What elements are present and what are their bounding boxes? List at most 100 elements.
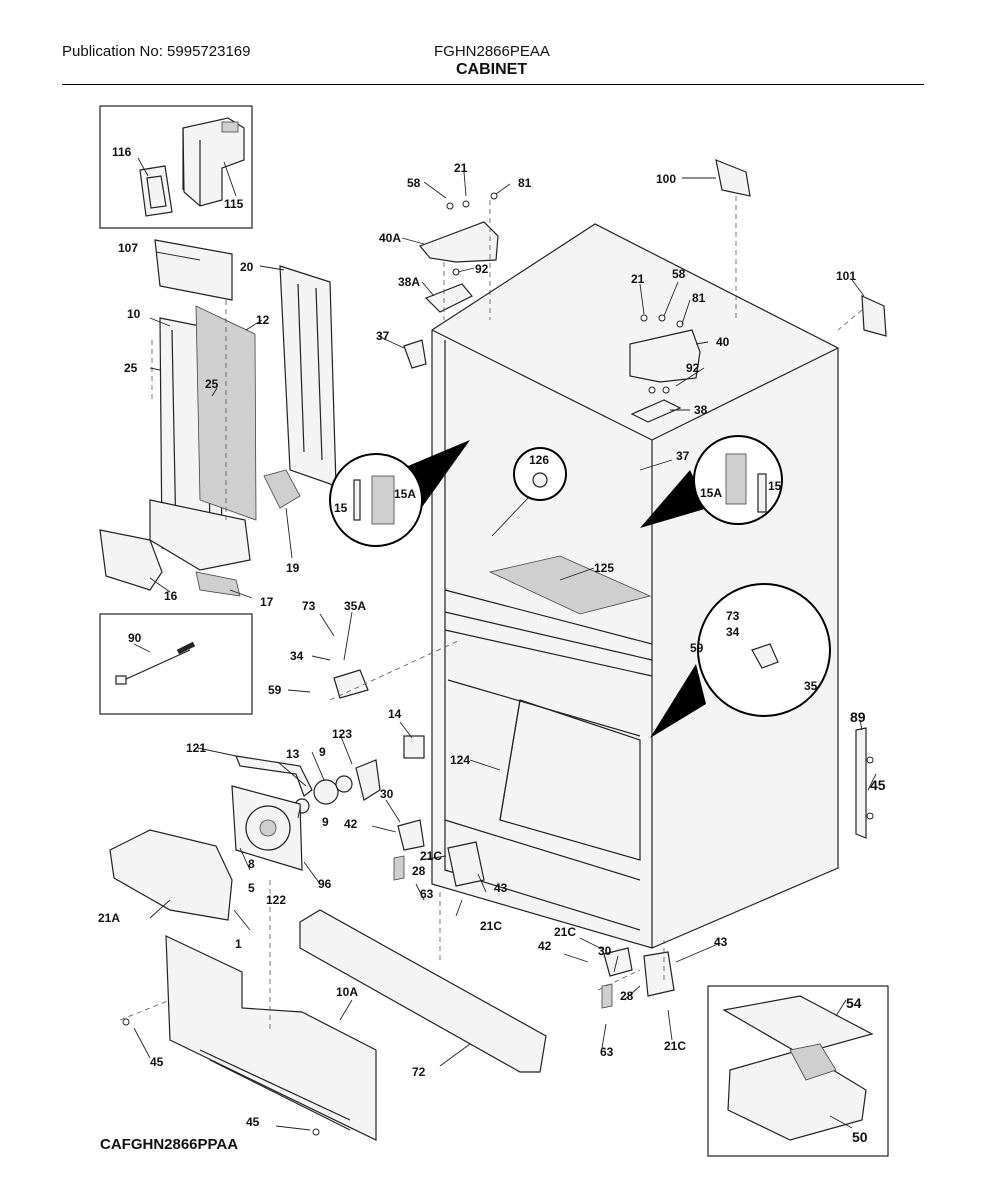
callout-35: 35 xyxy=(804,679,818,693)
part-101-drawing xyxy=(861,295,887,337)
callout-28-left: 28 xyxy=(412,864,426,878)
part-40-drawing xyxy=(629,329,701,383)
part-16-drawing xyxy=(99,529,163,591)
callout-15-left: 15 xyxy=(334,501,348,515)
callout-25-a: 25 xyxy=(124,361,138,375)
callout-58-top: 58 xyxy=(407,176,421,190)
callout-63-right: 63 xyxy=(600,1045,614,1059)
part-1-5-8-drawing xyxy=(109,829,233,921)
callout-12: 12 xyxy=(256,313,270,327)
callout-13: 13 xyxy=(286,747,300,761)
part-100-drawing xyxy=(715,159,751,197)
callout-35 xyxy=(650,583,831,738)
screw-markers xyxy=(122,192,874,1136)
model-number: FGHN2866PEAA xyxy=(434,43,550,60)
callout-20: 20 xyxy=(240,260,254,274)
callout-45-left: 45 xyxy=(150,1055,164,1069)
guide-lines-duct xyxy=(151,300,227,520)
callout-92-right: 92 xyxy=(686,361,700,375)
callout-43-right: 43 xyxy=(714,935,728,949)
part-35a-drawing xyxy=(333,669,369,699)
part-14-drawing xyxy=(403,735,425,759)
callout-21c-b: 21C xyxy=(480,919,502,933)
callout-101: 101 xyxy=(836,269,856,283)
callout-15-right: 15 xyxy=(768,479,782,493)
callout-126: 126 xyxy=(529,453,549,467)
callout-115: 115 xyxy=(224,197,244,211)
inset-box-ice-chute xyxy=(99,105,253,229)
callout-25-b: 25 xyxy=(205,377,219,391)
callout-19: 19 xyxy=(286,561,300,575)
callout-116: 116 xyxy=(112,145,132,159)
header-rule xyxy=(62,84,924,85)
callout-38a: 38A xyxy=(398,275,420,289)
part-90-drawing xyxy=(115,641,196,685)
callout-89: 89 xyxy=(850,709,866,725)
callout-30-right: 30 xyxy=(598,944,612,958)
inset-box-90 xyxy=(99,613,253,715)
callout-123: 123 xyxy=(332,727,352,741)
callout-15a-left: 15A xyxy=(394,487,416,501)
callout-37-left: 37 xyxy=(376,329,390,343)
callout-left xyxy=(329,440,470,547)
part-54-50-drawing xyxy=(722,995,874,1141)
part-17-drawing xyxy=(195,571,241,597)
part-121-drawing xyxy=(235,755,313,797)
publication-number: Publication No: 5995723169 xyxy=(62,43,251,60)
callout-28-right: 28 xyxy=(620,989,634,1003)
part-89-drawing xyxy=(855,727,867,839)
part-116-drawing xyxy=(139,165,173,217)
part-19-drawing xyxy=(263,469,301,509)
callout-17: 17 xyxy=(260,595,274,609)
section-title: CABINET xyxy=(456,61,528,78)
callout-21c-c: 21C xyxy=(554,925,576,939)
part-37-left-drawing xyxy=(403,339,427,369)
base-duct-drawing xyxy=(149,499,251,571)
part-125-drawing xyxy=(488,555,652,615)
callout-126 xyxy=(491,447,567,537)
callout-45-bottom: 45 xyxy=(246,1115,260,1129)
callout-73-left: 73 xyxy=(302,599,316,613)
callout-16: 16 xyxy=(164,589,178,603)
assembly-guide-lines xyxy=(119,196,863,1030)
callout-1: 1 xyxy=(235,937,242,951)
callout-right-15 xyxy=(640,435,783,528)
callout-58-right: 58 xyxy=(672,267,686,281)
callout-107: 107 xyxy=(118,241,138,255)
lower-hinge-parts-drawing xyxy=(393,819,675,1009)
callout-81-right: 81 xyxy=(692,291,706,305)
callout-9-bottom: 9 xyxy=(322,815,329,829)
inset-box-54-50 xyxy=(707,985,889,1157)
callout-125: 125 xyxy=(594,561,614,575)
callout-38: 38 xyxy=(694,403,708,417)
callout-5: 5 xyxy=(248,881,255,895)
callout-14: 14 xyxy=(388,707,402,721)
part-124-drawing xyxy=(499,699,641,861)
callout-9-top: 9 xyxy=(319,745,326,759)
callout-81-top: 81 xyxy=(518,176,532,190)
callout-59-left: 59 xyxy=(268,683,282,697)
callout-90: 90 xyxy=(128,631,142,645)
callout-72: 72 xyxy=(412,1065,426,1079)
callout-21-right: 21 xyxy=(631,272,645,286)
part-20-drawing xyxy=(279,265,337,487)
callout-121: 121 xyxy=(186,741,206,755)
part-38-drawing xyxy=(630,399,682,423)
part-number-labels: 116 115 107 20 10 12 25 25 16 17 19 58 2… xyxy=(98,145,886,1145)
callout-21c-d: 21C xyxy=(664,1039,686,1053)
callout-35a: 35A xyxy=(344,599,366,613)
callout-124: 124 xyxy=(450,753,470,767)
part-13-9-123-drawing xyxy=(294,759,381,814)
part-72-grille-drawing xyxy=(299,909,547,1073)
part-10a-panel-drawing xyxy=(165,935,377,1141)
callout-10: 10 xyxy=(127,307,141,321)
callout-40a: 40A xyxy=(379,231,401,245)
callout-21a: 21A xyxy=(98,911,120,925)
part-107-drawing xyxy=(154,239,233,301)
part-115-drawing xyxy=(182,117,245,207)
callout-45-right: 45 xyxy=(870,777,886,793)
callout-34-right: 34 xyxy=(726,625,740,639)
callout-40: 40 xyxy=(716,335,730,349)
callout-59-right: 59 xyxy=(690,641,704,655)
leader-lines xyxy=(133,157,877,1131)
